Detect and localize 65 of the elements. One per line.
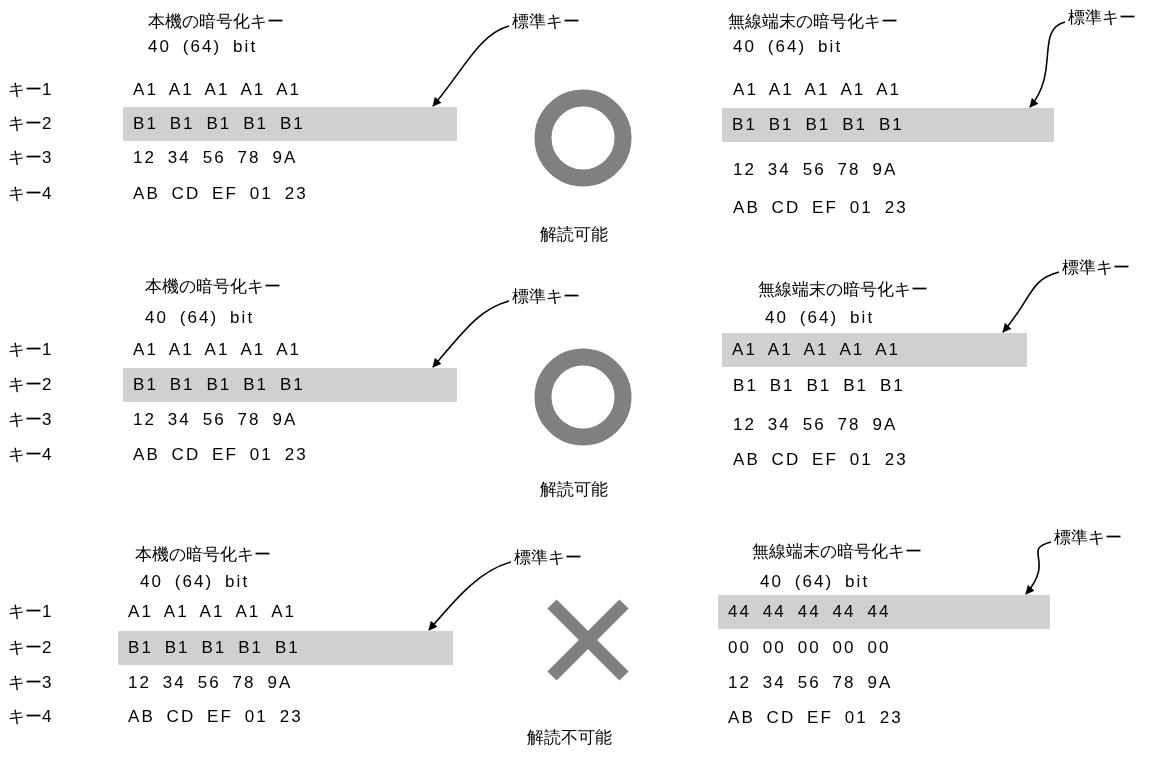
key-set-title: 本機の暗号化キー — [135, 544, 271, 566]
key-set-title: 無線端末の暗号化キー — [752, 541, 922, 563]
bit-length-text: 40 (64) bit — [733, 36, 843, 58]
standard-key-label: 標準キー — [514, 546, 582, 570]
key-value-row-text: 12 34 56 78 9A — [133, 147, 298, 169]
curved-arrow — [1002, 271, 1060, 333]
key-number-label: キー2 — [8, 113, 52, 135]
bit-length-text: 40 (64) bit — [145, 307, 255, 329]
curved-arrow — [432, 300, 510, 368]
highlighted-key-row: B1 B1 B1 B1 B1 — [123, 368, 457, 402]
highlighted-key-row: A1 A1 A1 A1 A1 — [722, 333, 1027, 367]
key-value-row-text: 12 34 56 78 9A — [728, 672, 893, 694]
bit-length-text: 40 (64) bit — [148, 36, 258, 58]
key-number-label: キー1 — [8, 601, 52, 623]
highlighted-key-row: 44 44 44 44 44 — [718, 595, 1050, 629]
standard-key-label: 標準キー — [512, 285, 580, 309]
key-number-label: キー3 — [8, 147, 52, 169]
key-value-row-text: AB CD EF 01 23 — [733, 197, 908, 219]
curved-arrow — [1029, 21, 1066, 108]
curved-arrow — [428, 561, 512, 631]
key-value-row-text: 00 00 00 00 00 — [728, 637, 891, 659]
key-number-label: キー4 — [8, 183, 52, 205]
highlighted-key-row: B1 B1 B1 B1 B1 — [118, 631, 453, 665]
key-value-row-text: 12 34 56 78 9A — [133, 409, 298, 431]
key-number-label: キー4 — [8, 444, 52, 466]
verdict-caption: 解読可能 — [540, 224, 608, 246]
key-value-row-text: A1 A1 A1 A1 A1 — [133, 339, 302, 361]
key-value-row-text: B1 B1 B1 B1 B1 — [733, 375, 905, 397]
circle-symbol — [533, 347, 633, 447]
standard-key-label: 標準キー — [1068, 6, 1136, 30]
key-number-label: キー1 — [8, 339, 52, 361]
key-value-row-text: AB CD EF 01 23 — [133, 183, 308, 205]
key-set-title: 無線端末の暗号化キー — [758, 279, 928, 301]
key-number-label: キー4 — [8, 706, 52, 728]
key-value-row-text: A1 A1 A1 A1 A1 — [128, 601, 297, 623]
key-number-label: キー2 — [8, 637, 52, 659]
key-number-label: キー1 — [8, 79, 52, 101]
bit-length-text: 40 (64) bit — [765, 307, 875, 329]
bit-length-text: 40 (64) bit — [140, 571, 250, 593]
highlighted-key-row: B1 B1 B1 B1 B1 — [722, 108, 1054, 142]
verdict-caption: 解読可能 — [540, 479, 608, 501]
bit-length-text: 40 (64) bit — [760, 571, 870, 593]
key-value-row-text: AB CD EF 01 23 — [728, 707, 903, 729]
standard-key-label: 標準キー — [1062, 256, 1130, 280]
key-value-row-text: AB CD EF 01 23 — [128, 706, 303, 728]
key-set-title: 本機の暗号化キー — [148, 11, 284, 33]
key-number-label: キー3 — [8, 409, 52, 431]
standard-key-label: 標準キー — [1054, 526, 1122, 550]
key-value-row-text: A1 A1 A1 A1 A1 — [133, 79, 302, 101]
key-value-row-text: AB CD EF 01 23 — [133, 444, 308, 466]
curved-arrow — [432, 25, 510, 107]
key-number-label: キー2 — [8, 374, 52, 396]
verdict-caption: 解読不可能 — [527, 727, 612, 749]
key-set-title: 無線端末の暗号化キー — [728, 11, 898, 33]
circle-symbol — [533, 88, 633, 188]
key-set-title: 本機の暗号化キー — [145, 276, 281, 298]
key-value-row-text: AB CD EF 01 23 — [733, 449, 908, 471]
key-value-row-text: A1 A1 A1 A1 A1 — [733, 79, 902, 101]
key-number-label: キー3 — [8, 672, 52, 694]
highlighted-key-row: B1 B1 B1 B1 B1 — [123, 107, 457, 141]
key-value-row-text: 12 34 56 78 9A — [733, 414, 898, 436]
key-value-row-text: 12 34 56 78 9A — [733, 159, 898, 181]
curved-arrow — [1025, 541, 1052, 595]
standard-key-label: 標準キー — [512, 10, 580, 34]
key-value-row-text: 12 34 56 78 9A — [128, 672, 293, 694]
